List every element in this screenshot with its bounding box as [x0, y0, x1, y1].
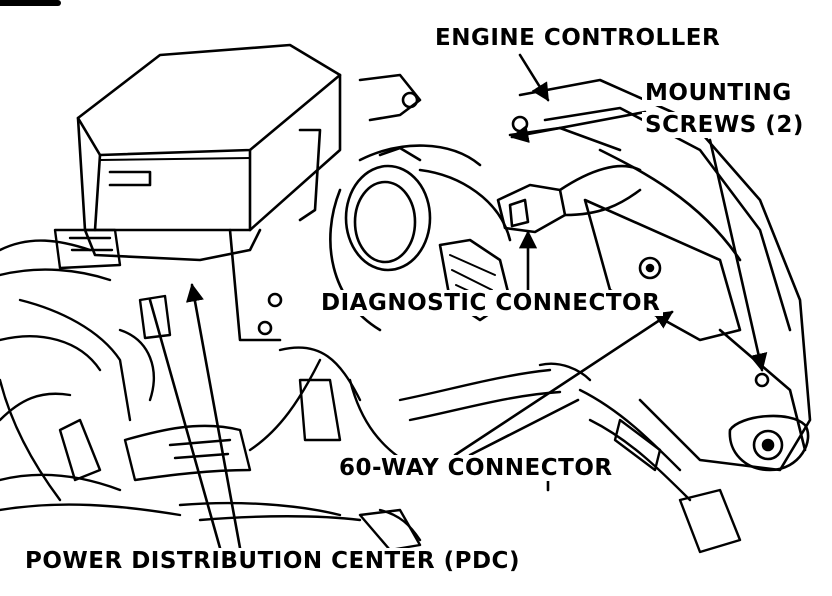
- leader-lines: [148, 53, 768, 550]
- mounting-screws-label-line1: MOUNTING: [642, 80, 795, 106]
- leader-60way-2: [468, 398, 580, 457]
- sixty-way-connector-label: 60-WAY CONNECTOR: [336, 455, 616, 481]
- diagnostic-connector-label: DIAGNOSTIC CONNECTOR: [318, 290, 664, 316]
- wiring-harness: [0, 228, 742, 554]
- mounting-screw: [511, 115, 529, 133]
- engine-controller: [508, 78, 812, 472]
- leader-mounting-screw-2: [708, 138, 768, 372]
- leader-pdc-1: [185, 283, 242, 550]
- mounting-screws-label-line2: SCREWS (2): [642, 112, 807, 138]
- leader-mounting-screw-1: [510, 110, 647, 143]
- pdc-label: POWER DISTRIBUTION CENTER (PDC): [22, 548, 523, 574]
- leader-engine-controller: [518, 53, 550, 102]
- engine-controller-label: ENGINE CONTROLLER: [432, 25, 724, 51]
- diagnostic-connector: [496, 164, 642, 234]
- leader-60way-1: [453, 310, 674, 457]
- leader-pdc-2: [148, 298, 222, 550]
- power-distribution-center: [76, 43, 342, 342]
- mounting-screw: [754, 372, 770, 388]
